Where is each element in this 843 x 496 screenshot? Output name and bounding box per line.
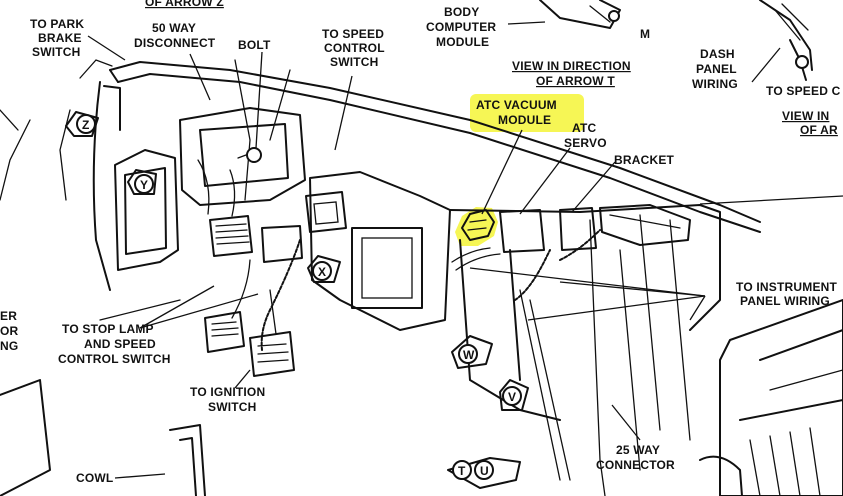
label-view-arrow-t-2: OF ARROW T [536, 74, 615, 88]
label-atc-servo-2: SERVO [564, 136, 607, 150]
label-atc-vacuum-module-1: ATC VACUUM [476, 98, 557, 112]
callout-y: Y [140, 178, 148, 192]
callout-m: M [640, 27, 650, 41]
callout-u-circle [474, 460, 494, 480]
atc-vacuum-module-part [451, 209, 501, 271]
callout-v-circle [502, 386, 522, 406]
right-connector-block [699, 299, 843, 496]
label-left-cut-3: NG [0, 339, 18, 353]
label-dash-panel-wiring-1: DASH [700, 47, 735, 61]
label-to-park-brake-switch-2: BRAKE [38, 31, 82, 45]
top-center-inset [539, 0, 621, 29]
label-view-arrow-z-top: OF ARROW Z [145, 0, 224, 9]
label-50-way-disconnect-1: 50 WAY [152, 21, 196, 35]
label-body-computer-module-3: MODULE [436, 35, 489, 49]
label-view-arrow-t-1: VIEW IN DIRECTION [512, 59, 631, 73]
callout-u: U [480, 464, 489, 478]
label-to-ignition-switch-1: TO IGNITION [190, 385, 265, 399]
dash-outline [0, 59, 761, 291]
label-to-instrument-panel-wiring-2: PANEL WIRING [740, 294, 830, 308]
leader-lines [87, 21, 843, 479]
label-25-way-connector-2: CONNECTOR [596, 458, 675, 472]
label-body-computer-module-2: COMPUTER [426, 20, 496, 34]
center-panel [305, 171, 721, 496]
lower-connectors [204, 259, 295, 377]
bolt-part [237, 147, 262, 163]
wiring-harnesses [260, 229, 641, 481]
label-body-computer-module-1: BODY [444, 5, 479, 19]
text-labels: TO PARK BRAKE SWITCH 50 WAY DISCONNECT B… [0, 0, 841, 485]
label-to-park-brake-switch-1: TO PARK [30, 17, 84, 31]
label-cowl: COWL [76, 471, 113, 485]
label-dash-panel-wiring-3: WIRING [692, 77, 738, 91]
label-to-speed-control-switch-3: SWITCH [330, 55, 379, 69]
label-bracket: BRACKET [614, 153, 675, 167]
callout-y-circle [134, 174, 154, 194]
callout-w: W [463, 348, 475, 362]
steering-support [114, 59, 306, 271]
label-to-instrument-panel-wiring-1: TO INSTRUMENT [736, 280, 838, 294]
label-left-cut-1: ER [0, 309, 17, 323]
label-atc-servo-1: ATC [572, 121, 597, 135]
callout-w-circle [458, 344, 478, 364]
label-bolt: BOLT [238, 38, 271, 52]
label-to-speed-control-switch-1: TO SPEED [322, 27, 384, 41]
label-atc-vacuum-module-2: MODULE [498, 113, 551, 127]
label-to-speed-right: TO SPEED C [766, 84, 841, 98]
top-right-inset [759, 0, 813, 81]
arrow-callouts: Z Y X W V T U M [65, 27, 650, 489]
atc-label-highlight [470, 94, 584, 132]
callout-z: Z [82, 118, 89, 132]
label-to-speed-control-switch-2: CONTROL [324, 41, 385, 55]
callout-v: V [508, 390, 516, 404]
label-50-way-disconnect-2: DISCONNECT [134, 36, 216, 50]
callout-z-circle [76, 114, 96, 134]
callout-t-circle [452, 460, 472, 480]
label-left-cut-2: OR [0, 324, 19, 338]
label-25-way-connector-1: 25 WAY [616, 443, 660, 457]
cowl-part [0, 299, 206, 496]
callout-x: X [318, 265, 326, 279]
label-to-stop-lamp-3: CONTROL SWITCH [58, 352, 171, 366]
bracket-part [499, 204, 691, 253]
label-view-in-right-1: VIEW IN [782, 109, 829, 123]
label-view-in-right-2: OF AR [800, 123, 838, 137]
label-to-park-brake-switch-3: SWITCH [32, 45, 81, 59]
label-to-stop-lamp-2: AND SPEED [84, 337, 156, 351]
callout-x-circle [312, 261, 332, 281]
callout-t: T [458, 464, 466, 478]
label-to-ignition-switch-2: SWITCH [208, 400, 257, 414]
label-to-stop-lamp-1: TO STOP LAMP [62, 322, 154, 336]
label-dash-panel-wiring-2: PANEL [696, 62, 737, 76]
